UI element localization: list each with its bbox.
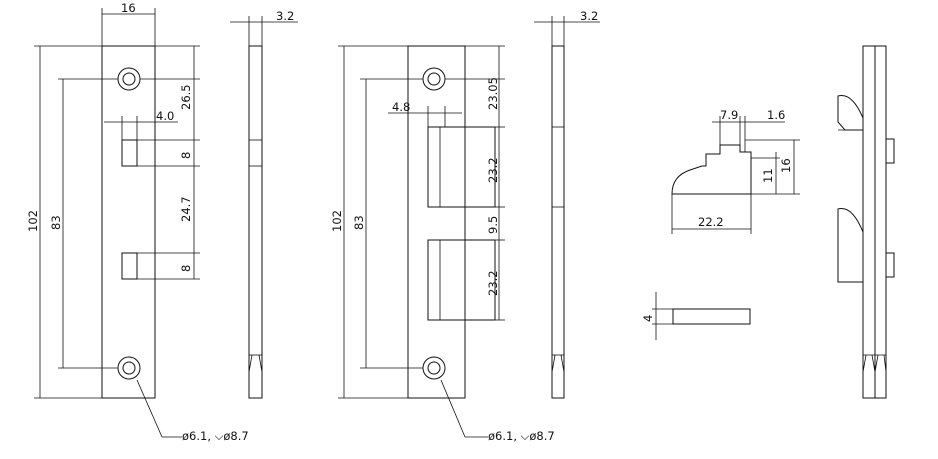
view2-inset-label: 4.8 (392, 100, 410, 114)
view1-thickness-label: 3.2 (276, 9, 294, 23)
view1-tab-gap-label: 24.7 (179, 196, 193, 222)
view2-front: 102 83 23.05 23.2 9.5 23.2 4.8 ø6.1, ⌵ø8… (330, 45, 555, 443)
assembly-side-view (837, 45, 895, 399)
view1-hole-top (117, 67, 141, 91)
view2-thickness-label: 3.2 (580, 9, 598, 23)
view1-tab-height-2-label: 8 (179, 265, 193, 272)
section-dim-top-left: 7.9 (720, 108, 738, 122)
view1-width-label: 16 (121, 1, 136, 15)
view2-tab-bottom (427, 239, 496, 321)
view1-length-label: 102 (26, 210, 40, 232)
view2-hole-bottom (422, 356, 446, 380)
view1-tab-bottom (121, 252, 138, 280)
view2-tab-height-2-label: 23.2 (486, 270, 500, 296)
view2-offset-label: 23.05 (486, 77, 500, 110)
view2-side: 3.2 (534, 9, 600, 399)
view2-hole-note: ø6.1, ⌵ø8.7 (488, 429, 555, 443)
view1-hole-note: ø6.1, ⌵ø8.7 (182, 429, 249, 443)
flat-bar: 4 (641, 292, 751, 340)
view2-plate (407, 45, 466, 399)
view2-tab-top (427, 126, 496, 208)
view1-plate (101, 45, 156, 399)
view1-spacing-label: 83 (49, 215, 63, 230)
view2-length-label: 102 (330, 210, 344, 232)
section-dim-outer-height: 16 (779, 158, 793, 173)
view1-offset-label: 26.5 (179, 84, 193, 110)
view2-hole-top (422, 67, 446, 91)
view2-tab-gap-label: 9.5 (486, 216, 500, 234)
view1-side: 3.2 (230, 9, 298, 399)
section-profile: 7.9 1.6 11 16 22.2 (671, 108, 800, 234)
section-dim-width: 22.2 (698, 215, 724, 229)
view1-tab-top (121, 139, 138, 167)
view1-inset-label: 4.0 (156, 109, 174, 123)
view2-spacing-label: 83 (352, 215, 366, 230)
view1-front: 16 102 83 26.5 8 24.7 8 (26, 1, 249, 443)
bar-thickness-label: 4 (641, 315, 655, 322)
section-dim-top-right: 1.6 (767, 108, 785, 122)
section-dim-inner-height: 11 (761, 168, 775, 183)
view1-hole-bottom (117, 356, 141, 380)
view2-tab-height-label: 23.2 (486, 157, 500, 183)
view1-tab-height-label: 8 (179, 152, 193, 159)
